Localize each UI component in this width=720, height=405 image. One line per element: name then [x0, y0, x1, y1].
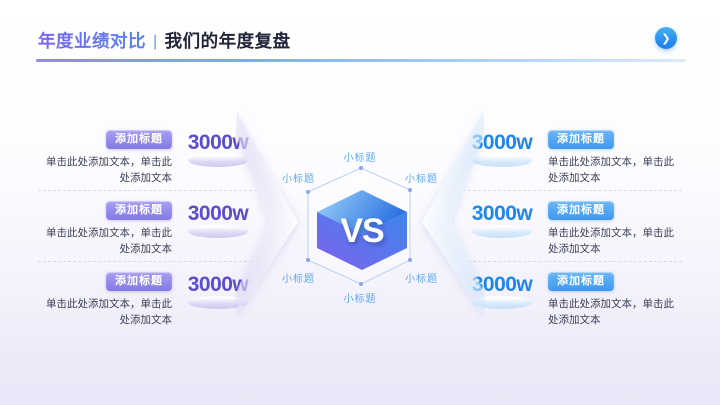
- header-underline: [36, 59, 686, 62]
- chevron-left-decoration-icon: [237, 112, 298, 316]
- metric-value: 3000w: [471, 131, 533, 154]
- metric-value: 3000w: [187, 202, 249, 225]
- title-badge[interactable]: 添加标题: [548, 271, 614, 291]
- title-badge[interactable]: 添加标题: [548, 129, 614, 149]
- platform-ellipse: [188, 225, 248, 238]
- value-block: 3000w: [184, 200, 252, 261]
- value-block: 3000w: [184, 271, 252, 333]
- text-block: 添加标题 单击此处添加文本，单击此处添加文本: [42, 200, 172, 261]
- placeholder-text[interactable]: 单击此处添加文本，单击此处添加文本: [548, 226, 674, 256]
- text-block: 添加标题 单击此处添加文本，单击此处添加文本: [42, 271, 172, 333]
- value-block: 3000w: [468, 271, 536, 333]
- title-badge[interactable]: 添加标题: [106, 200, 172, 220]
- title-separator: |: [153, 33, 158, 50]
- left-comparison-column: 添加标题 单击此处添加文本，单击此处添加文本 3000w 添加标题 单击此处添加…: [38, 120, 252, 333]
- chevron-right-icon: ❯: [661, 32, 671, 45]
- metric-value: 3000w: [471, 202, 533, 225]
- chevron-right-decoration-icon: [422, 112, 483, 316]
- list-item: 3000w 添加标题 单击此处添加文本，单击此处添加文本: [468, 120, 682, 191]
- vs-label: VS: [340, 212, 384, 250]
- title-main: 我们的年度复盘: [164, 31, 291, 51]
- metric-value: 3000w: [187, 273, 249, 296]
- text-block: 添加标题 单击此处添加文本，单击此处添加文本: [42, 129, 172, 190]
- placeholder-text[interactable]: 单击此处添加文本，单击此处添加文本: [46, 155, 172, 185]
- placeholder-text[interactable]: 单击此处添加文本，单击此处添加文本: [548, 297, 674, 327]
- title-badge[interactable]: 添加标题: [548, 200, 614, 220]
- metric-value: 3000w: [187, 131, 249, 154]
- list-item: 添加标题 单击此处添加文本，单击此处添加文本 3000w: [38, 120, 252, 191]
- vs-diagram-canvas: VS: [237, 112, 483, 316]
- title-badge[interactable]: 添加标题: [106, 271, 172, 291]
- cube-body: [317, 212, 407, 270]
- placeholder-text[interactable]: 单击此处添加文本，单击此处添加文本: [46, 297, 172, 327]
- text-block: 添加标题 单击此处添加文本，单击此处添加文本: [548, 200, 678, 261]
- placeholder-text[interactable]: 单击此处添加文本，单击此处添加文本: [46, 226, 172, 256]
- title-accent: 年度业绩对比: [38, 28, 146, 53]
- next-button[interactable]: ❯: [655, 27, 677, 49]
- value-block: 3000w: [468, 129, 536, 190]
- cube-top-face: [317, 190, 407, 234]
- title-badge[interactable]: 添加标题: [106, 129, 172, 149]
- platform-ellipse: [188, 296, 248, 309]
- platform-ellipse: [472, 154, 532, 167]
- text-block: 添加标题 单击此处添加文本，单击此处添加文本: [548, 129, 678, 190]
- slide-header: 年度业绩对比 | 我们的年度复盘 ❯: [36, 27, 686, 62]
- metric-value: 3000w: [471, 273, 533, 296]
- list-item: 3000w 添加标题 单击此处添加文本，单击此处添加文本: [468, 262, 682, 333]
- text-block: 添加标题 单击此处添加文本，单击此处添加文本: [548, 271, 678, 333]
- value-block: 3000w: [468, 200, 536, 261]
- list-item: 3000w 添加标题 单击此处添加文本，单击此处添加文本: [468, 191, 682, 262]
- right-comparison-column: 3000w 添加标题 单击此处添加文本，单击此处添加文本 3000w 添加标题 …: [468, 120, 682, 333]
- placeholder-text[interactable]: 单击此处添加文本，单击此处添加文本: [548, 155, 674, 185]
- page-title: 年度业绩对比 | 我们的年度复盘: [38, 28, 686, 53]
- platform-ellipse: [472, 296, 532, 309]
- list-item: 添加标题 单击此处添加文本，单击此处添加文本 3000w: [38, 262, 252, 333]
- wireframe-vertex-dots: [306, 166, 412, 286]
- platform-ellipse: [472, 225, 532, 238]
- vs-diagram: VS 小标题 小标题 小标题 小标题 小标题 小标题: [235, 100, 485, 360]
- value-block: 3000w: [184, 129, 252, 190]
- list-item: 添加标题 单击此处添加文本，单击此处添加文本 3000w: [38, 191, 252, 262]
- platform-ellipse: [188, 154, 248, 167]
